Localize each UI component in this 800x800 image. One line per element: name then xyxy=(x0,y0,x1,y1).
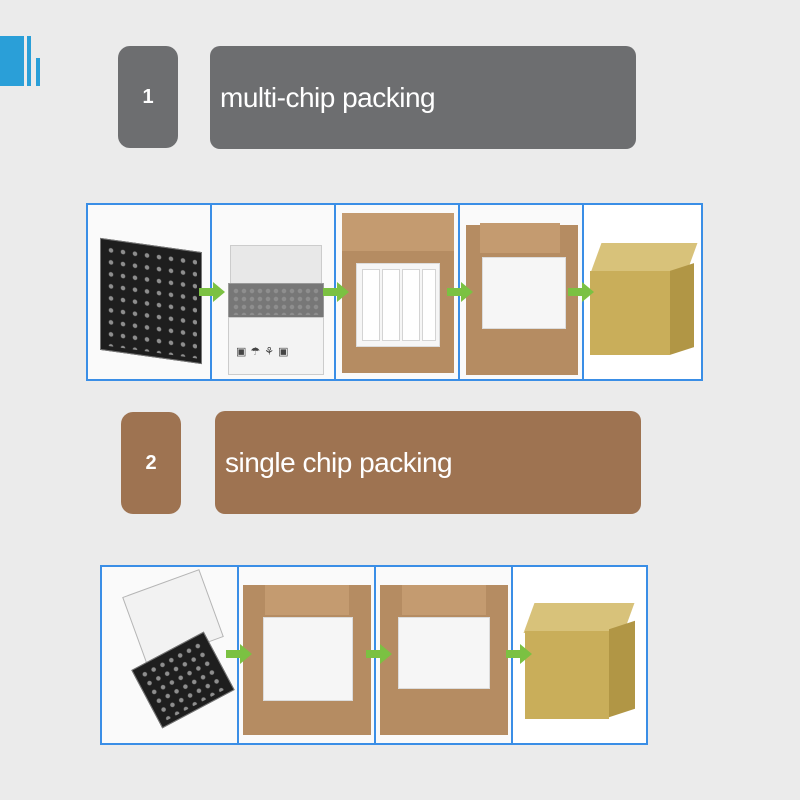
photo-closed-box-2 xyxy=(513,567,646,743)
step-2-title: single chip packing xyxy=(215,411,641,514)
corner-logo xyxy=(0,36,48,86)
step-2-number: 2 xyxy=(121,412,181,514)
photo-carton-white-tray xyxy=(239,567,376,743)
photo-chip-trays xyxy=(88,205,212,379)
photo-white-box: ▣☂⚘▣ xyxy=(212,205,336,379)
photo-closed-box xyxy=(584,205,701,379)
arrow-right-icon xyxy=(226,644,252,664)
arrow-right-icon xyxy=(447,282,473,302)
photo-carton-trays xyxy=(336,205,460,379)
arrow-right-icon xyxy=(199,282,225,302)
photo-carton-foam xyxy=(460,205,584,379)
multi-chip-photo-strip: ▣☂⚘▣ xyxy=(86,203,703,381)
arrow-right-icon xyxy=(323,282,349,302)
arrow-right-icon xyxy=(506,644,532,664)
step-1-number: 1 xyxy=(118,46,178,148)
arrow-right-icon xyxy=(568,282,594,302)
step-1-title: multi-chip packing xyxy=(210,46,636,149)
arrow-right-icon xyxy=(366,644,392,664)
single-chip-photo-strip xyxy=(100,565,648,745)
photo-carton-foam-2 xyxy=(376,567,513,743)
photo-single-chip-pack xyxy=(102,567,239,743)
